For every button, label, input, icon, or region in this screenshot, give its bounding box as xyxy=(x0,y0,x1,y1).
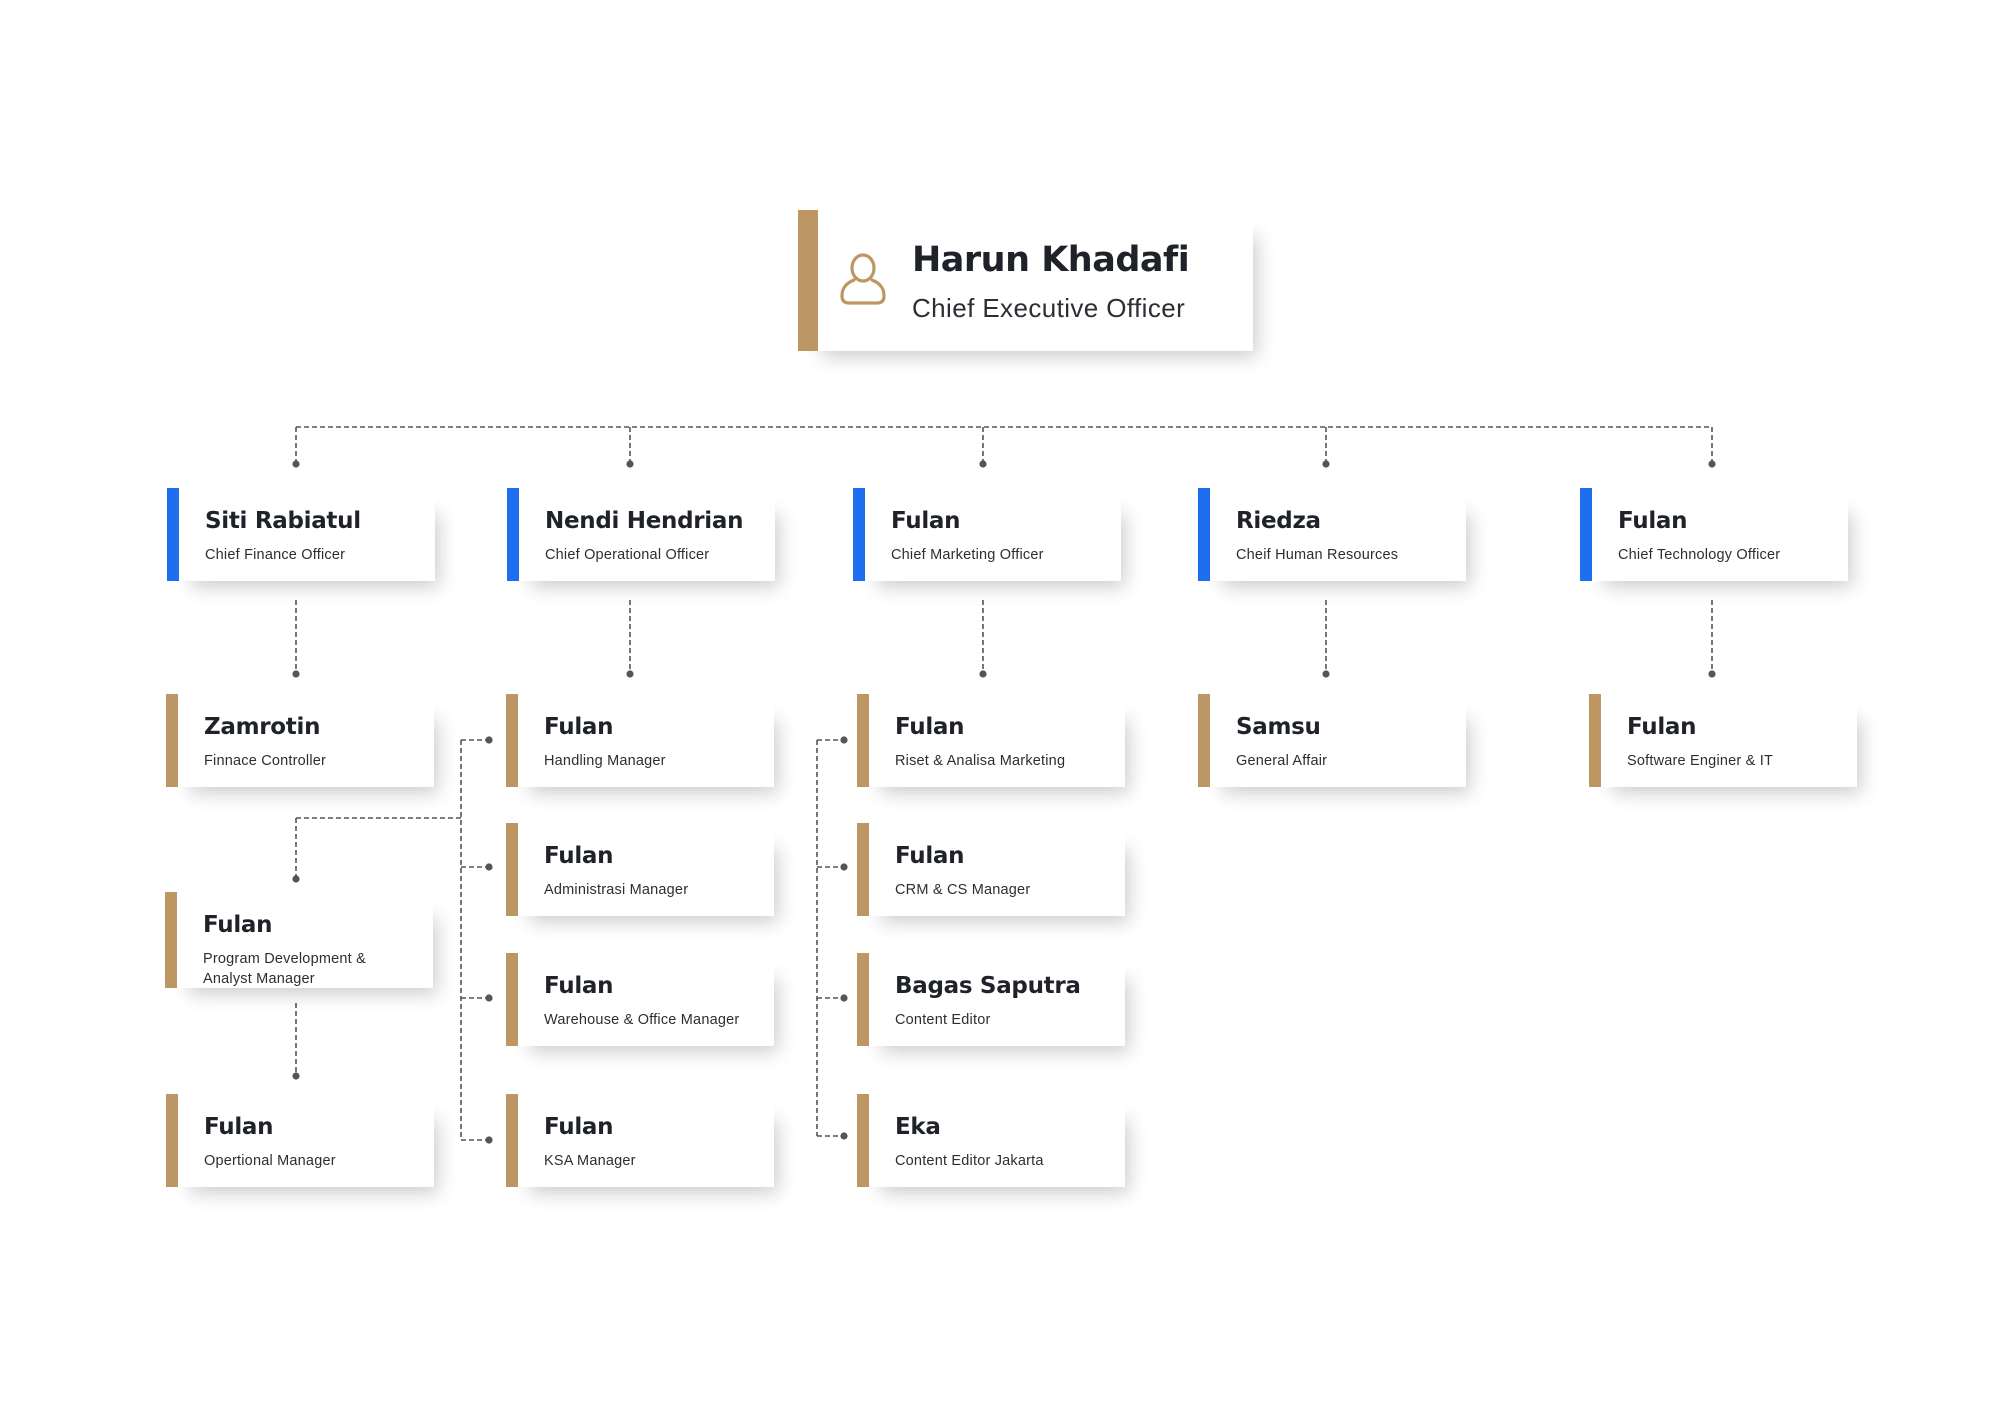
person-name: Fulan xyxy=(544,1114,614,1140)
person-name: Fulan xyxy=(891,508,961,534)
person-role: Warehouse & Office Manager xyxy=(544,1012,740,1028)
connector-dot xyxy=(1322,460,1330,468)
executive-card-marketing: Fulan Chief Marketing Officer xyxy=(853,488,1121,581)
person-icon xyxy=(840,253,886,305)
person-name: Fulan xyxy=(544,973,614,999)
person-role: Handling Manager xyxy=(544,753,666,769)
card-accent-bar xyxy=(857,694,869,787)
person-role: Content Editor Jakarta xyxy=(895,1153,1044,1169)
connector-dot xyxy=(979,460,987,468)
person-name: Bagas Saputra xyxy=(895,973,1081,999)
marketing-card-riset: Fulan Riset & Analisa Marketing xyxy=(857,694,1125,787)
connector-dot xyxy=(485,994,493,1002)
connector-dot xyxy=(626,460,634,468)
card-accent-bar xyxy=(853,488,865,581)
card-accent-bar xyxy=(506,694,518,787)
marketing-card-content-editor-jakarta: Eka Content Editor Jakarta xyxy=(857,1094,1125,1187)
person-name: Eka xyxy=(895,1114,941,1140)
ceo-name: Harun Khadafi xyxy=(912,240,1190,280)
connector-dot xyxy=(840,736,848,744)
executive-card-hr: Riedza Cheif Human Resources xyxy=(1198,488,1466,581)
ceo-card: Harun Khadafi Chief Executive Officer xyxy=(798,210,1253,351)
operations-card-administrasi: Fulan Administrasi Manager xyxy=(506,823,774,916)
person-role: Chief Finance Officer xyxy=(205,547,346,563)
connector-dot xyxy=(485,863,493,871)
card-accent-bar xyxy=(166,694,178,787)
card-accent-bar xyxy=(798,210,818,351)
person-name: Fulan xyxy=(1627,714,1697,740)
person-name: Fulan xyxy=(895,843,965,869)
technology-card-software: Fulan Software Enginer & IT xyxy=(1589,694,1857,787)
connector-dot xyxy=(626,670,634,678)
person-role: Cheif Human Resources xyxy=(1236,547,1399,563)
person-name: Samsu xyxy=(1236,714,1321,740)
executive-card-finance: Siti Rabiatul Chief Finance Officer xyxy=(167,488,435,581)
person-role: Chief Operational Officer xyxy=(545,547,710,563)
finance-card-controller: Zamrotin Finnace Controller xyxy=(166,694,434,787)
person-name: Fulan xyxy=(895,714,965,740)
person-role: Chief Marketing Officer xyxy=(891,547,1044,563)
connector-dot xyxy=(292,1072,300,1080)
person-role: General Affair xyxy=(1236,753,1328,769)
connector-dot xyxy=(485,736,493,744)
card-accent-bar xyxy=(857,1094,869,1187)
card-accent-bar xyxy=(1580,488,1592,581)
card-accent-bar xyxy=(507,488,519,581)
person-role: KSA Manager xyxy=(544,1153,636,1169)
connector-dot xyxy=(292,670,300,678)
marketing-card-crm: Fulan CRM & CS Manager xyxy=(857,823,1125,916)
person-role: Software Enginer & IT xyxy=(1627,753,1774,769)
operations-card-handling: Fulan Handling Manager xyxy=(506,694,774,787)
person-role: Content Editor xyxy=(895,1012,991,1028)
person-name: Fulan xyxy=(203,912,273,938)
person-name: Fulan xyxy=(1618,508,1688,534)
person-role: Riset & Analisa Marketing xyxy=(895,753,1066,769)
person-role: Opertional Manager xyxy=(204,1153,336,1169)
connector-dot xyxy=(1708,670,1716,678)
ceo-title: Chief Executive Officer xyxy=(912,293,1186,323)
person-name: Siti Rabiatul xyxy=(205,508,361,534)
person-name: Fulan xyxy=(204,1114,274,1140)
executive-card-operations: Nendi Hendrian Chief Operational Officer xyxy=(507,488,775,581)
connector-dot xyxy=(840,1132,848,1140)
connector-dot xyxy=(1708,460,1716,468)
operations-card-warehouse: Fulan Warehouse & Office Manager xyxy=(506,953,774,1046)
hr-card-general-affair: Samsu General Affair xyxy=(1198,694,1466,787)
marketing-card-content-editor: Bagas Saputra Content Editor xyxy=(857,953,1125,1046)
card-accent-bar xyxy=(167,488,179,581)
finance-card-program-development: Fulan Program Development & Analyst Mana… xyxy=(165,892,433,988)
executive-card-technology: Fulan Chief Technology Officer xyxy=(1580,488,1848,581)
person-name: Zamrotin xyxy=(204,714,321,740)
connector-dot xyxy=(840,994,848,1002)
card-accent-bar xyxy=(165,892,177,988)
person-role: Finnace Controller xyxy=(204,753,327,769)
connector-dot xyxy=(840,863,848,871)
person-name: Nendi Hendrian xyxy=(545,508,744,534)
person-name: Fulan xyxy=(544,843,614,869)
person-role: Administrasi Manager xyxy=(544,882,689,898)
card-accent-bar xyxy=(1198,694,1210,787)
card-accent-bar xyxy=(857,953,869,1046)
person-name: Riedza xyxy=(1236,508,1321,534)
connector-dot xyxy=(292,460,300,468)
person-role: Program Development & Analyst Manager xyxy=(203,951,366,987)
person-role: Chief Technology Officer xyxy=(1618,547,1781,563)
card-accent-bar xyxy=(1198,488,1210,581)
connector-dot xyxy=(485,1136,493,1144)
card-accent-bar xyxy=(166,1094,178,1187)
card-accent-bar xyxy=(506,953,518,1046)
connector-dot xyxy=(979,670,987,678)
finance-card-operational-manager: Fulan Opertional Manager xyxy=(166,1094,434,1187)
operations-card-ksa: Fulan KSA Manager xyxy=(506,1094,774,1187)
person-role: CRM & CS Manager xyxy=(895,882,1031,898)
card-accent-bar xyxy=(857,823,869,916)
card-accent-bar xyxy=(1589,694,1601,787)
card-accent-bar xyxy=(506,1094,518,1187)
connector-dot xyxy=(292,875,300,883)
person-name: Fulan xyxy=(544,714,614,740)
connector-dot xyxy=(1322,670,1330,678)
card-accent-bar xyxy=(506,823,518,916)
